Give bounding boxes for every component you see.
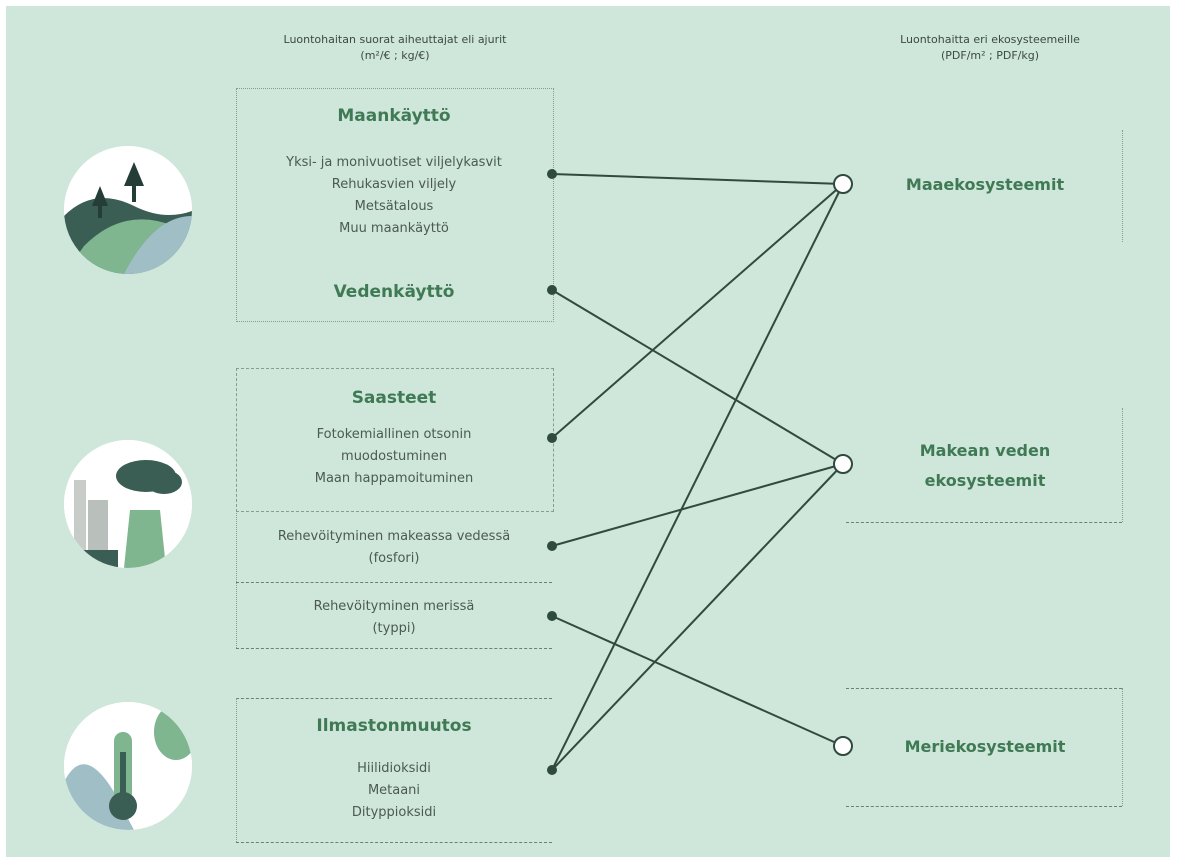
eco-border-2 xyxy=(1122,408,1123,522)
eco-border-1 xyxy=(1122,130,1123,242)
impacts-header-line1: Luontohaitta eri ekosysteemeille xyxy=(900,33,1080,46)
land-use-item: Yksi- ja monivuotiset viljelykasvit xyxy=(286,155,502,170)
eutrophication-freshwater: Rehevöityminen makeassa vedessä (fosfori… xyxy=(236,526,552,570)
land-use-title: Maankäyttö xyxy=(337,106,451,126)
pollutants-item: Maan happamoituminen xyxy=(314,471,474,486)
impacts-header-line2: (PDF/m² ; PDF/kg) xyxy=(940,49,1040,62)
link-climate-terrestrial xyxy=(551,183,844,771)
climate-items: Hiilidioksidi Metaani Dityppioksidi xyxy=(236,758,552,824)
land-use-item: Muu maankäyttö xyxy=(339,221,449,236)
climate-title: Ilmastonmuutos xyxy=(316,716,472,736)
link-water-freshwater xyxy=(551,289,844,465)
climate-item: Hiilidioksidi xyxy=(357,761,431,776)
node-water xyxy=(547,285,557,295)
eutrophication-marine-line2: (typpi) xyxy=(372,621,416,636)
eco-border-3a xyxy=(846,688,1122,689)
climate-side xyxy=(236,698,237,842)
factory-icon xyxy=(64,440,192,568)
eutrophication-marine-line1: Rehevöityminen merissä xyxy=(313,599,475,614)
freshwater-ecosystems-line2: ekosysteemit xyxy=(924,471,1046,490)
node-freshwater xyxy=(833,454,853,474)
water-use-title: Vedenkäyttö xyxy=(333,282,455,302)
link-eutrofresh-freshwater xyxy=(551,463,844,547)
climate-bottom xyxy=(236,842,552,843)
marine-ecosystems-label: Meriekosysteemit xyxy=(904,737,1066,756)
impacts-header: Luontohaitta eri ekosysteemeille (PDF/m²… xyxy=(830,32,1150,64)
eutrophication-marine: Rehevöityminen merissä (typpi) xyxy=(236,596,552,640)
node-marine xyxy=(833,736,853,756)
drivers-header-line1: Luontohaitan suorat aiheuttajat eli ajur… xyxy=(283,33,507,46)
drivers-header-line2: (m²/€ ; kg/€) xyxy=(360,49,430,62)
climate-item: Dityppioksidi xyxy=(351,805,437,820)
pollutants-item: Fotokemiallinen otsonin xyxy=(316,427,472,442)
node-land xyxy=(547,169,557,179)
drivers-header: Luontohaitan suorat aiheuttajat eli ajur… xyxy=(220,32,570,64)
landscape-icon xyxy=(64,146,192,274)
land-use-item: Rehukasvien viljely xyxy=(331,177,457,192)
freshwater-ecosystems-line1: Makean veden xyxy=(919,441,1051,460)
eutrophication-freshwater-line1: Rehevöityminen makeassa vedessä xyxy=(277,529,511,544)
node-terrestrial xyxy=(833,174,853,194)
link-climate-freshwater xyxy=(551,463,844,771)
node-ozone xyxy=(547,433,557,443)
climate-top xyxy=(236,698,552,699)
divider-2 xyxy=(236,648,552,649)
node-climate xyxy=(547,765,557,775)
link-land-terrestrial xyxy=(551,173,844,185)
link-ozone-terrestrial xyxy=(551,183,844,439)
freshwater-ecosystems-label: Makean veden ekosysteemit xyxy=(860,436,1110,496)
eco-border-2b xyxy=(846,522,1122,523)
pollutants-title: Saasteet xyxy=(351,388,437,408)
land-water-box xyxy=(236,88,554,322)
diagram-background xyxy=(6,6,1170,857)
land-use-items: Yksi- ja monivuotiset viljelykasvit Rehu… xyxy=(236,152,552,240)
divider-1 xyxy=(236,582,552,583)
eco-border-3 xyxy=(1122,688,1123,806)
node-eutromarine xyxy=(547,611,557,621)
terrestrial-ecosystems-label: Maaekosysteemit xyxy=(905,175,1065,194)
land-use-item: Metsätalous xyxy=(354,199,434,214)
eutrophication-freshwater-line2: (fosfori) xyxy=(368,551,420,566)
climate-item: Metaani xyxy=(367,783,421,798)
link-eutromarine-marine xyxy=(551,615,844,747)
pollutants-item: muodostuminen xyxy=(341,449,447,464)
divider-vert xyxy=(236,510,237,648)
eco-border-3b xyxy=(846,806,1122,807)
pollutants-items: Fotokemiallinen otsonin muodostuminen Ma… xyxy=(236,424,552,490)
node-eutrofresh xyxy=(547,541,557,551)
